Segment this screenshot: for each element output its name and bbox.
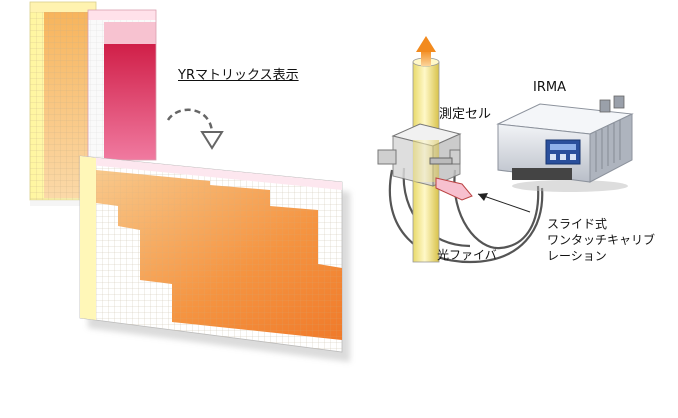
- transition-arrow: [166, 108, 224, 150]
- flow-arrow-icon: [416, 36, 436, 66]
- measurement-cell-label: 測定セル: [439, 107, 492, 122]
- slide-calibration-line-2: ワンタッチキャリブ: [547, 233, 656, 247]
- irma-device: [496, 95, 634, 192]
- yr-matrix-sheet: [79, 155, 350, 362]
- spreadsheet-crimson: [87, 9, 157, 161]
- slide-calibration-tab: [429, 157, 531, 213]
- slide-calibration-label: スライド式 ワンタッチキャリブ レーション: [547, 216, 655, 264]
- device-label: IRMA: [533, 80, 566, 95]
- slide-calibration-line-3: レーション: [547, 249, 607, 263]
- yr-matrix-title: YRマトリックス表示: [178, 68, 299, 83]
- optical-fiber-label: 光ファイバ: [437, 248, 497, 262]
- slide-calibration-line-1: スライド式: [547, 217, 608, 231]
